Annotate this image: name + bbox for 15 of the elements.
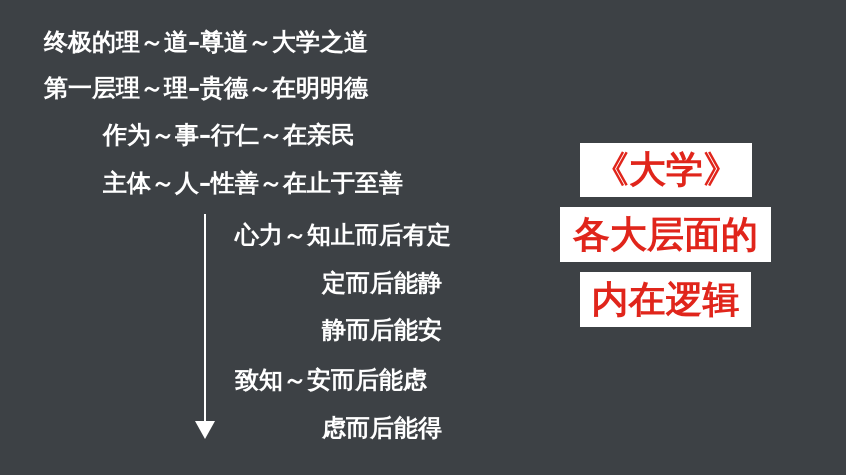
text-line: 定而后能静 — [322, 268, 442, 298]
title-panel — [580, 272, 751, 327]
text-line: 静而后能安 — [322, 315, 442, 345]
title-panel — [580, 143, 752, 197]
title-text: 内在逻辑 — [592, 278, 740, 322]
text-line: 作为～事–行仁～在亲民 — [103, 120, 355, 150]
title-panel — [560, 207, 771, 262]
text-line: 虑而后能得 — [322, 413, 442, 443]
title-text: 各大层面的 — [573, 212, 758, 256]
text-line: 致知～安而后能虑 — [235, 365, 427, 395]
text-line: 终极的理～道–尊道～大学之道 — [44, 27, 368, 57]
text-line: 心力～知止而后有定 — [235, 220, 451, 250]
text-line: 第一层理～理–贵德～在明明德 — [44, 73, 368, 103]
title-text: 《大学》 — [592, 148, 740, 192]
text-line: 主体～人–性善～在止于至善 — [103, 168, 403, 198]
